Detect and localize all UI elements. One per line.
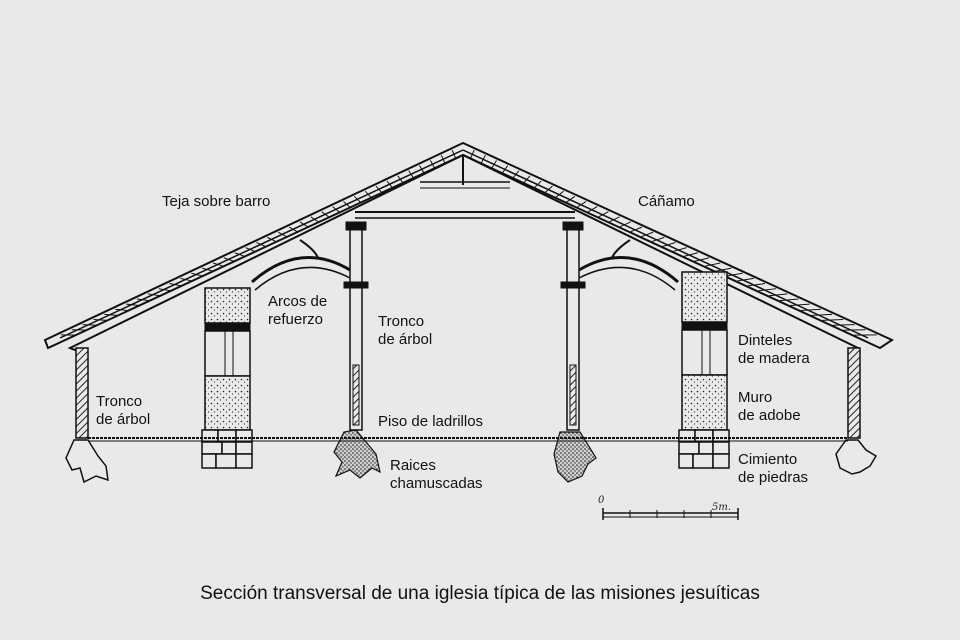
roof-tile-stroke — [267, 236, 277, 243]
roof-tile-stroke — [299, 221, 308, 228]
roof-tile-stroke — [523, 175, 531, 183]
roof-tile-stroke — [245, 247, 256, 252]
roof-tile-stroke — [737, 277, 754, 282]
roof-tile-stroke — [769, 293, 788, 297]
label-canamo: Cáñamo — [638, 193, 695, 210]
roof-tile-stroke — [440, 155, 446, 164]
roof-tile-stroke — [758, 288, 777, 292]
roof-tile-stroke — [234, 252, 245, 257]
roof-tile-stroke — [790, 303, 810, 307]
label-arcos-de-refuerzo: Arcos de refuerzo — [268, 293, 328, 328]
roof-tile-stroke — [191, 272, 203, 277]
diagram-caption: Sección transversal de una iglesia típic… — [200, 583, 760, 604]
center-column-right — [553, 221, 597, 483]
roof-tile-stroke — [491, 160, 497, 169]
roof-tile-stroke — [608, 216, 620, 223]
roof-tile-stroke — [321, 211, 330, 218]
roof-tile-stroke — [126, 303, 139, 307]
roof-tile-stroke — [419, 165, 425, 173]
roof-tile-stroke — [104, 313, 118, 316]
roof — [43, 141, 895, 353]
roof-tile-stroke — [136, 298, 150, 302]
label-piso-de-ladrillos: Piso de ladrillos — [378, 413, 484, 430]
roof-tile-stroke — [470, 149, 475, 159]
center-column-left — [333, 221, 381, 479]
roof-tile-stroke — [397, 175, 404, 183]
roof-tile-stroke — [223, 257, 235, 262]
roof-tile-stroke — [202, 267, 213, 272]
outer-post-left — [65, 347, 109, 484]
roof-tile-stroke — [598, 211, 609, 218]
roof-tile-stroke — [169, 283, 182, 287]
roof-tile-stroke — [93, 318, 108, 321]
roof-tile-stroke — [534, 180, 542, 188]
roof-tile-stroke — [82, 324, 97, 326]
roof-tile-stroke — [726, 272, 743, 277]
roof-tile-stroke — [715, 267, 732, 272]
roof-tile-stroke — [576, 201, 587, 208]
roof-tile-stroke — [180, 277, 192, 282]
roof-tile-stroke — [833, 324, 855, 326]
label-muro-de-adobe: Muro de adobe — [738, 389, 801, 424]
roof-tile-stroke — [429, 160, 435, 168]
roof-tile-stroke — [353, 195, 361, 203]
roof-tile-stroke — [801, 308, 821, 311]
roof-tile-stroke — [683, 252, 698, 257]
roof-tile-stroke — [386, 180, 393, 188]
reinforcement-arch-left — [251, 239, 351, 291]
roof-tile-stroke — [115, 308, 129, 311]
roof-tile-stroke — [630, 226, 643, 233]
roof-tile-stroke — [779, 298, 799, 302]
roof-tile-stroke — [651, 236, 665, 243]
label-tronco-de-arbol-left: Tronco de árbol — [96, 393, 151, 428]
roof-tile-stroke — [544, 185, 553, 193]
roof-truss — [355, 155, 575, 219]
scale-bar — [602, 508, 739, 520]
roof-tile-stroke — [811, 313, 833, 316]
roof-tile-stroke — [822, 318, 844, 321]
roof-tile-stroke — [694, 257, 710, 262]
roof-tile-stroke — [502, 165, 509, 173]
label-teja-sobre-barro: Teja sobre barro — [162, 193, 271, 210]
label-cimiento-de-piedras: Cimiento de piedras — [738, 451, 809, 486]
roof-tile-stroke — [375, 185, 382, 193]
roof-tile-stroke — [512, 170, 520, 178]
roof-tile-stroke — [619, 221, 631, 228]
roof-tile-stroke — [256, 242, 266, 247]
roof-tile-stroke — [451, 149, 456, 159]
roof-tile-stroke — [480, 155, 486, 164]
roof-tile-stroke — [310, 216, 319, 223]
label-tronco-de-arbol-center: Tronco de árbol — [378, 313, 433, 348]
adobe-wall-left — [201, 287, 253, 469]
roof-tile-stroke — [641, 231, 654, 238]
roof-tile-stroke — [673, 247, 687, 252]
adobe-wall-right — [678, 271, 730, 469]
roof-tile-stroke — [662, 242, 676, 247]
roof-tile-stroke — [147, 293, 161, 297]
scale-end-label: 5m. — [712, 502, 732, 513]
roof-tile-stroke — [705, 262, 721, 267]
roof-tile-stroke — [278, 231, 287, 238]
roof-tile-stroke — [587, 206, 598, 213]
brick-floor — [88, 437, 848, 442]
roof-tile-stroke — [747, 283, 766, 287]
roof-tile-stroke — [555, 190, 564, 198]
roof-tile-stroke — [343, 201, 351, 208]
label-raices-chamuscadas: Raices chamuscadas — [390, 457, 483, 492]
roof-tile-stroke — [212, 262, 224, 267]
label-dinteles-de-madera: Dinteles de madera — [738, 332, 810, 367]
reinforcement-arch-right — [578, 239, 679, 291]
outer-post-right — [835, 347, 878, 475]
scale-start-label: 0 — [598, 495, 605, 506]
roof-tile-stroke — [566, 195, 576, 203]
roof-tile-stroke — [288, 226, 298, 233]
roof-tile-stroke — [332, 206, 340, 213]
roof-tile-stroke — [158, 288, 171, 292]
roof-tile-stroke — [364, 190, 372, 198]
roof-tile-stroke — [408, 170, 414, 178]
